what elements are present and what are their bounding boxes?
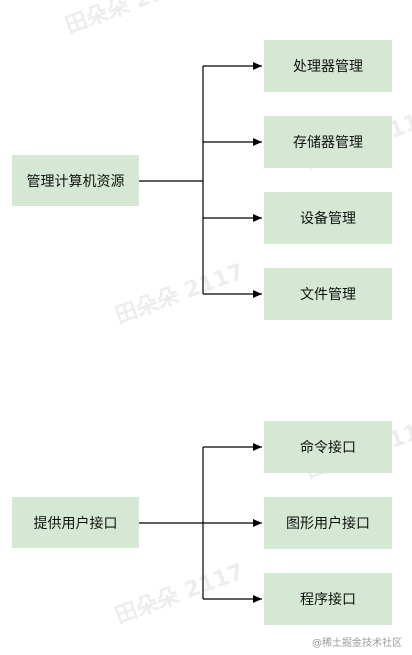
- child-node-device-management: 设备管理: [264, 192, 392, 244]
- child-node-memory-management: 存储器管理: [264, 116, 392, 168]
- child-node-processor-management: 处理器管理: [264, 40, 392, 92]
- child-node-command-interface: 命令接口: [264, 421, 392, 473]
- child-node-program-interface: 程序接口: [264, 573, 392, 625]
- source-credit: @稀土掘金技术社区: [312, 638, 402, 649]
- child-node-gui-interface: 图形用户接口: [264, 497, 392, 549]
- root-node-manage-resources: 管理计算机资源: [12, 155, 139, 206]
- root-node-user-interface: 提供用户接口: [12, 497, 139, 548]
- child-node-file-management: 文件管理: [264, 268, 392, 320]
